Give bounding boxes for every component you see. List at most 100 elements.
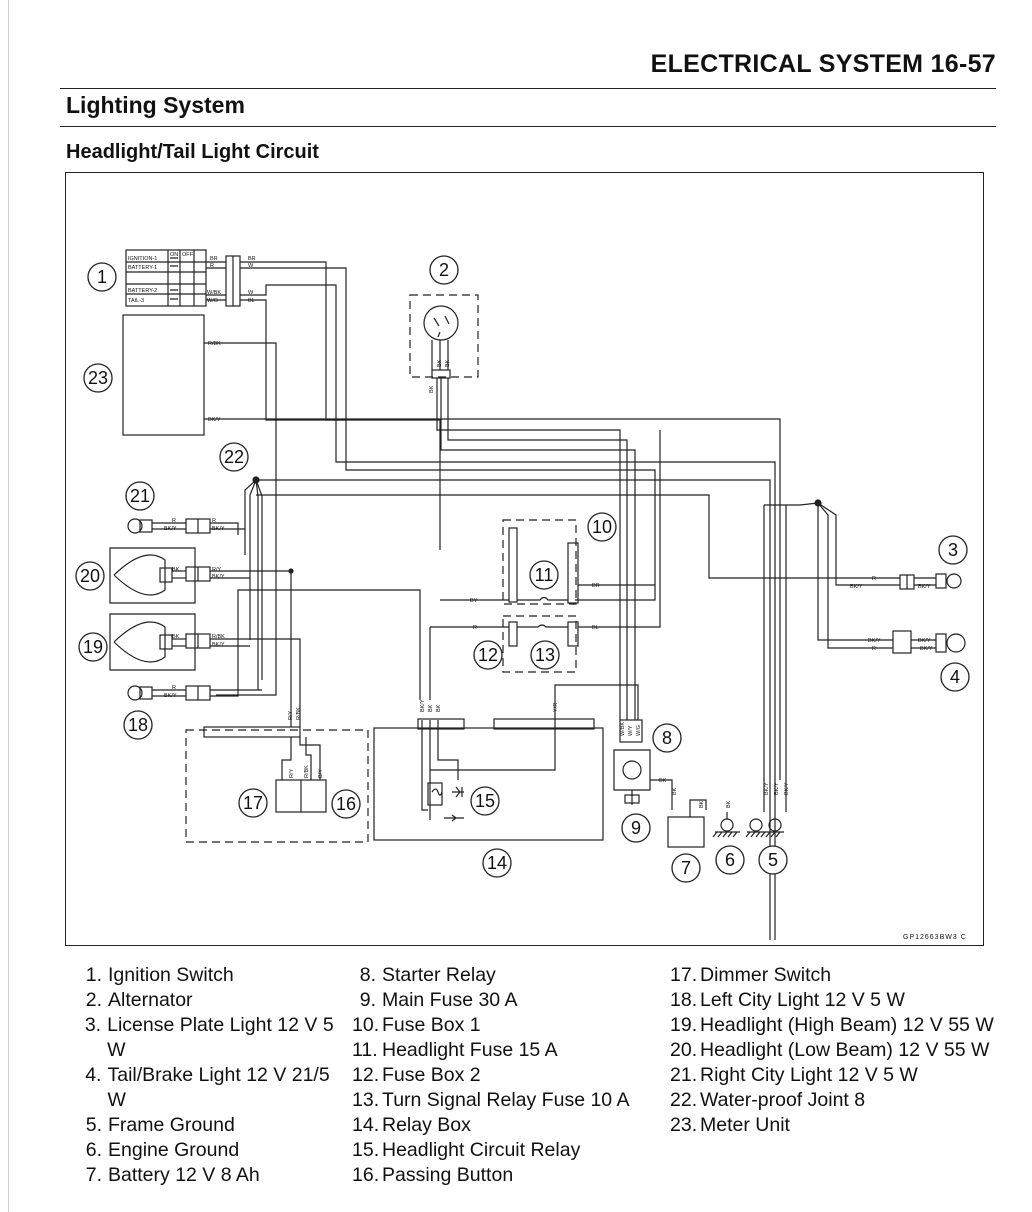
wire-code: BK/Y (212, 574, 225, 580)
wire-code: BK/Y (868, 638, 881, 644)
wire-code: W/G (636, 725, 642, 736)
section-rule (60, 126, 996, 127)
callout-21: 21 (130, 486, 150, 506)
callout-19: 19 (83, 637, 103, 657)
legend-item-17: 17.Dimmer Switch (670, 964, 832, 986)
wire-code: W/Y (628, 725, 634, 736)
wire-code: W/BK (620, 722, 626, 736)
wire-code: BK (659, 778, 667, 784)
switch-label-tail: TAIL-3 (128, 298, 144, 304)
meter-unit (122, 314, 205, 436)
wire-code: R/BK (208, 341, 221, 347)
callout-15: 15 (475, 791, 495, 811)
alternator (409, 294, 479, 378)
header-rule (60, 88, 996, 89)
wire-code: BK/Y (918, 584, 931, 590)
wire-code: B/Y (318, 769, 324, 778)
wire-code: R (473, 625, 477, 631)
legend-item-11: 11.Headlight Fuse 15 A (352, 1039, 558, 1061)
callout-12: 12 (478, 645, 498, 665)
switch-label-off: OFF (182, 252, 194, 258)
wiring-diagram: 1 2 3 4 5 6 7 8 9 10 11 12 13 14 15 16 1… (75, 249, 970, 941)
wire-code: BR (592, 583, 600, 589)
page-header-title: ELECTRICAL SYSTEM 16-57 (650, 50, 996, 78)
callout-13: 13 (535, 645, 555, 665)
wire-code: BK/Y (212, 642, 225, 648)
wire-code: BK/Y (420, 699, 426, 712)
wire-code: BK (726, 800, 732, 808)
wire-code: BK (172, 634, 180, 640)
legend-item-12: 12.Fuse Box 2 (352, 1064, 481, 1086)
wire-code: W (248, 290, 254, 296)
wire-code: R/Y (289, 769, 295, 779)
wire-code: BY (470, 598, 478, 604)
legend-item-16: 16.Passing Button (352, 1164, 514, 1186)
legend-item-5: 5.Frame Ground (85, 1114, 235, 1136)
wire-code: BL (248, 298, 255, 304)
legend-item-4: 4.Tail/Brake Light 12 V 21/5 W (85, 1064, 330, 1111)
wire-code: Y/R (553, 703, 559, 712)
switch-label-on: ON (170, 252, 178, 258)
wire-code: BK (672, 787, 678, 795)
legend-item-2: 2.Alternator (85, 989, 193, 1011)
relay-box (373, 727, 604, 841)
callout-2: 2 (439, 260, 449, 280)
switch-label-battery1: BATTERY-1 (128, 265, 157, 271)
wire-code: BR (210, 256, 218, 262)
wire-code: BL (592, 625, 599, 631)
wire-code: R (210, 263, 214, 269)
subsection-title: Headlight/Tail Light Circuit (66, 141, 319, 163)
wire-code: BK (436, 704, 442, 712)
wire-code: R (172, 685, 176, 691)
dimmer-passing-area (185, 729, 369, 843)
wire-code: BK/Y (164, 693, 177, 699)
diagram-code: GP12663BW3 C (903, 934, 967, 941)
wire-code: BK (445, 359, 451, 367)
wire-code: BK (172, 567, 180, 573)
battery (667, 816, 705, 848)
legend-item-9: 9.Main Fuse 30 A (359, 989, 518, 1011)
wire-code: R/BK (296, 707, 302, 720)
wire-code: W/BK (207, 290, 221, 296)
legend-item-7: 7.Battery 12 V 8 Ah (85, 1164, 260, 1186)
callout-18: 18 (128, 715, 148, 735)
wire-code: BK/Y (764, 782, 770, 795)
callout-8: 8 (662, 728, 672, 748)
ignition-switch (125, 249, 207, 307)
callout-17: 17 (243, 793, 263, 813)
legend-column-3: 17.Dimmer Switch 18.Left City Light 12 V… (670, 963, 1000, 1138)
legend-item-10: 10.Fuse Box 1 (352, 1014, 481, 1036)
wire-code: BK (699, 800, 705, 808)
legend-item-20: 20.Headlight (Low Beam) 12 V 55 W (670, 1039, 990, 1061)
legend-item-1: 1.Ignition Switch (85, 964, 234, 986)
callout-3: 3 (948, 540, 958, 560)
callout-16: 16 (336, 794, 356, 814)
wire-code: W/G (207, 298, 218, 304)
callout-1: 1 (97, 267, 107, 287)
callout-14: 14 (487, 853, 507, 873)
callout-20: 20 (80, 566, 100, 586)
section-title: Lighting System (66, 92, 245, 118)
wire-code: R/BK (304, 765, 310, 778)
wire-code: BK/Y (164, 526, 177, 532)
wire-code: R/Y (288, 711, 294, 721)
switch-label-ignition: IGNITION-1 (128, 256, 157, 262)
wire-code: BK/Y (212, 526, 225, 532)
legend-item-13: 13.Turn Signal Relay Fuse 10 A (352, 1089, 630, 1111)
switch-label-battery2: BATTERY-2 (128, 288, 157, 294)
wire-code: BK/Y (784, 782, 790, 795)
wire-code: BK/Y (208, 417, 221, 423)
legend-column-2: 8.Starter Relay 9.Main Fuse 30 A 10.Fuse… (352, 963, 672, 1188)
legend-item-21: 21.Right City Light 12 V 5 W (670, 1064, 918, 1086)
callout-6: 6 (725, 850, 735, 870)
callout-11: 11 (535, 565, 554, 585)
callout-5: 5 (768, 850, 778, 870)
legend-item-8: 8.Starter Relay (359, 964, 496, 986)
legend-item-15: 15.Headlight Circuit Relay (352, 1139, 581, 1161)
callout-10: 10 (592, 517, 612, 537)
legend-item-3: 3.License Plate Light 12 V 5 W (84, 1014, 334, 1061)
callout-4: 4 (950, 667, 960, 687)
wire-code: BK/Y (920, 646, 933, 652)
wire-code: R/BK (212, 634, 225, 640)
wire-code: BR (248, 256, 256, 262)
